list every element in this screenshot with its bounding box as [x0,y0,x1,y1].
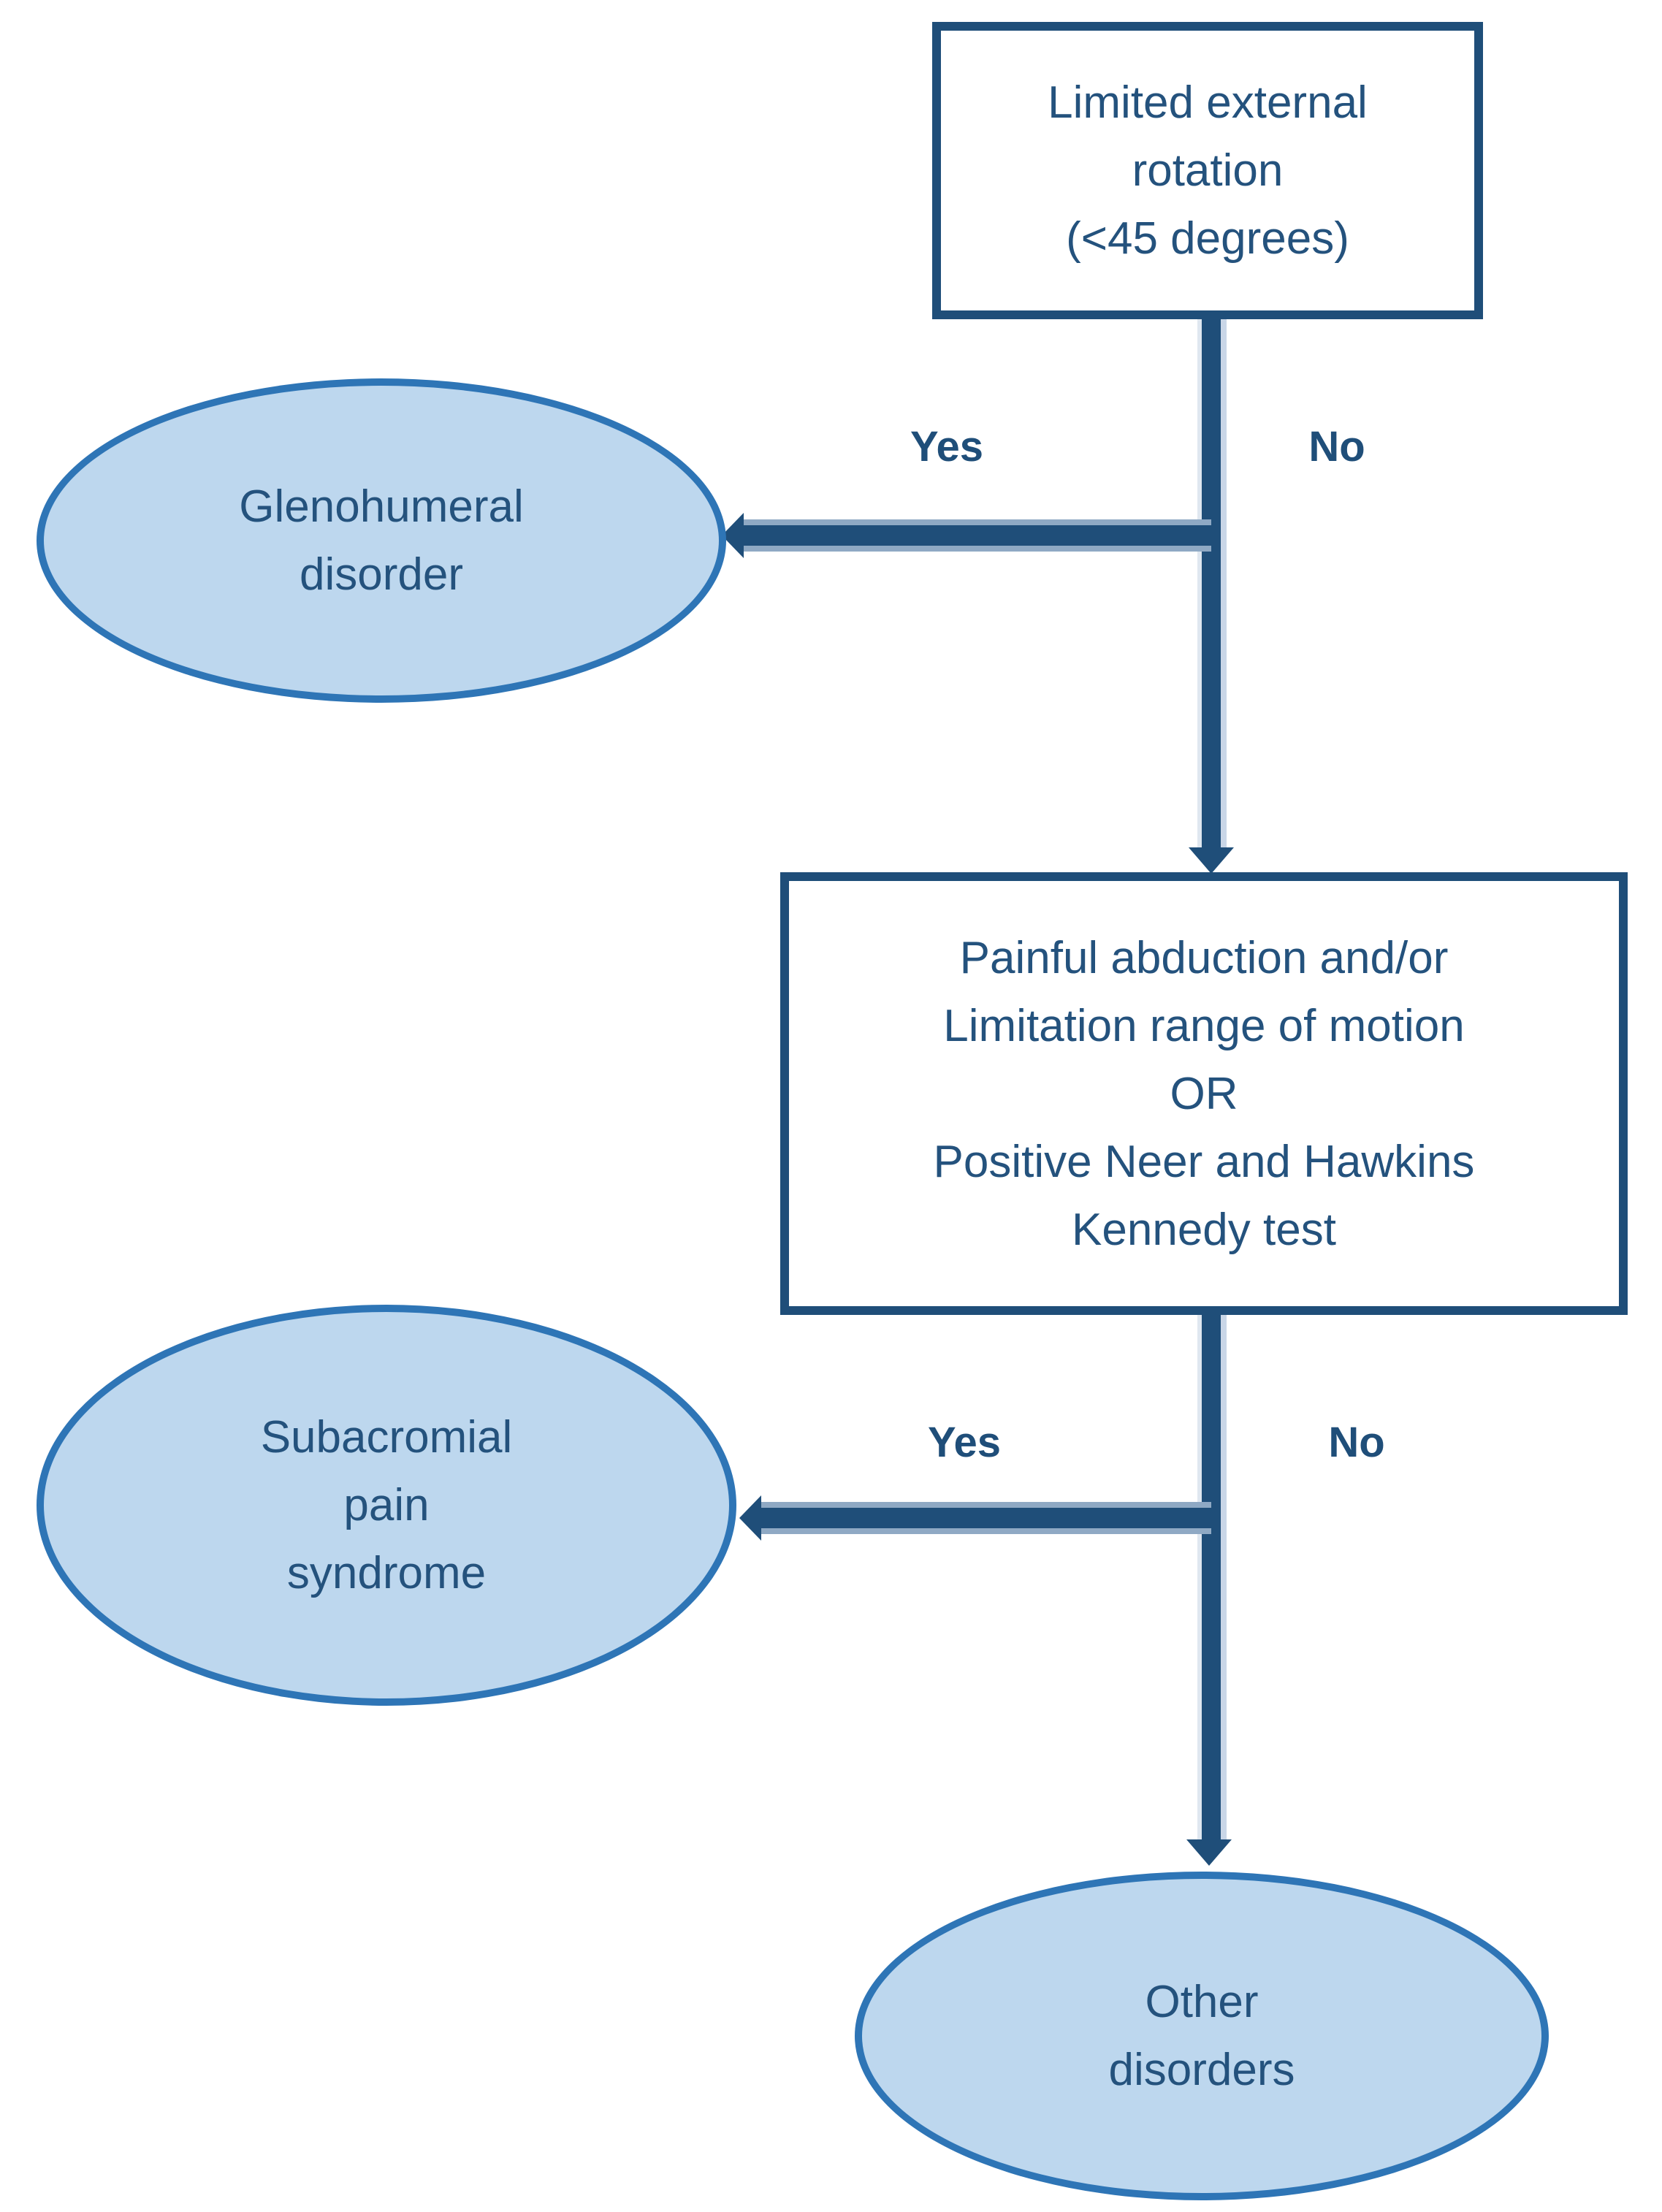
connector-line-decision2-to-subacromial [760,1508,1211,1528]
branch2-no-label: No [1328,1419,1385,1466]
connector-line-decision2-to-other [1202,1315,1221,1839]
decision-node-text: Painful abduction and/or Limitation rang… [933,932,1475,1255]
branch1-yes-label: Yes [910,423,983,470]
arrow-left-icon [739,1495,761,1541]
branch1-no-label: No [1308,423,1365,470]
outcome-node-glenohumeral-disorder: Glenohumeral disorder [37,378,726,703]
decision-node-limited-external-rotation: Limited external rotation (<45 degrees) [932,22,1483,319]
arrow-down-icon [1189,847,1234,874]
outcome-node-subacromial-pain-syndrome: Subacromial pain syndrome [37,1305,736,1706]
outcome-node-other-disorders: Other disorders [855,1872,1549,2200]
outcome-node-text: Other disorders [1108,1977,1295,2095]
outcome-node-text: Subacromial pain syndrome [260,1412,513,1598]
decision-node-text: Limited external rotation (<45 degrees) [1048,77,1368,264]
connector-line-decision1-to-glenohumeral [742,525,1211,546]
arrow-down-icon [1186,1839,1232,1866]
decision-node-painful-abduction: Painful abduction and/or Limitation rang… [780,872,1628,1315]
connector-line-decision1-to-decision2 [1202,319,1221,850]
branch2-yes-label: Yes [928,1419,1001,1466]
outcome-node-text: Glenohumeral disorder [239,481,524,600]
